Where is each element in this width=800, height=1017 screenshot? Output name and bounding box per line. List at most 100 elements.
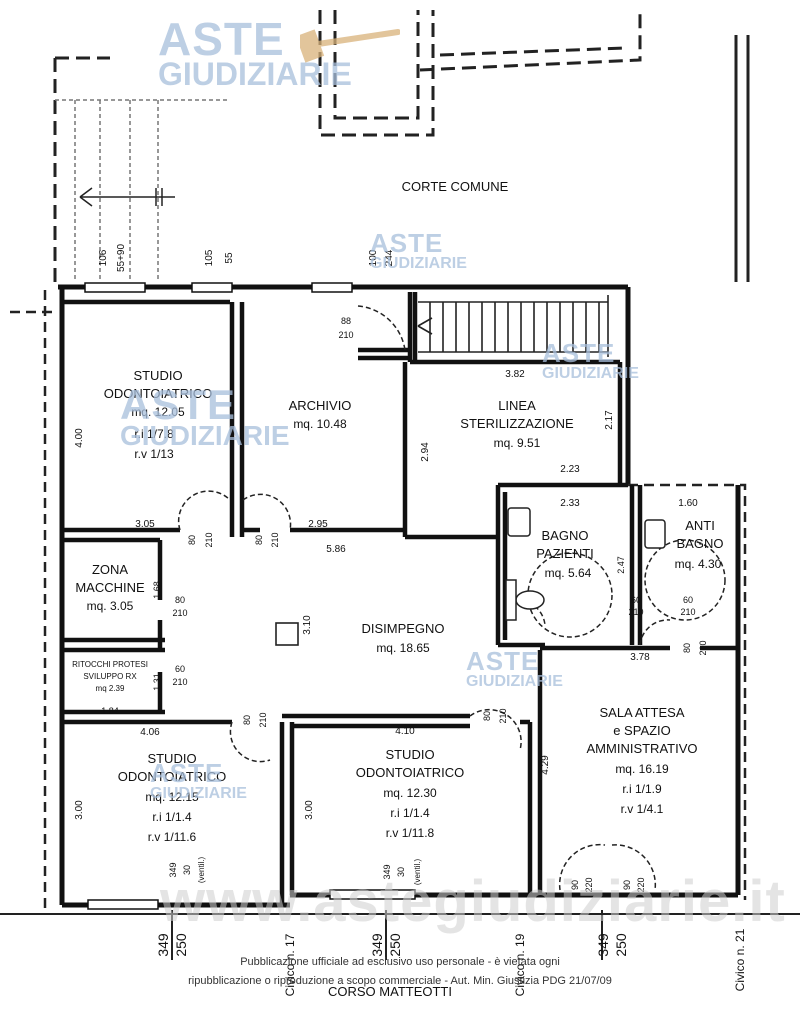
ventil-b: (ventil.) [413,859,422,886]
footer-line-2: ripubblicazione o riproduzione a scopo c… [188,975,612,987]
bottom-250-c: 250 [613,933,629,957]
dim-90-a: 90 [570,880,580,890]
corte-label: CORTE COMUNE [402,179,509,194]
dim-210-i: 210 [628,607,643,617]
sala-ri: r.i 1/1.9 [622,782,662,796]
entry-arrow [79,187,175,207]
dim-30-a: 30 [182,865,192,875]
dim-378: 3.78 [630,652,650,663]
watermark-site: www.astegiudiziarie.it [160,869,786,934]
dim-90-b: 90 [622,880,632,890]
dim-382: 3.82 [505,369,525,380]
dim-80-b: 80 [254,535,264,545]
studio2-ri: r.i 1/1.4 [152,810,192,824]
dim-210-a: 210 [338,330,353,340]
dim-131: 1.31 [152,673,162,691]
ventil-a: (ventil.) [197,857,206,884]
ritocchi-area: mq 2.39 [96,684,125,693]
studio1-area: mq. 12.05 [131,405,185,419]
dim-294: 2.94 [420,442,431,462]
dim-295: 2.95 [308,519,328,530]
dim-220-b: 220 [636,877,646,892]
street-label: CORSO MATTEOTTI [328,984,452,999]
dim-210-d: 210 [172,608,187,618]
studio1-ri: r.i 1/7.8 [134,427,174,441]
pillar [275,622,299,646]
bathroom-fixtures [505,507,666,621]
dim-80-f: 80 [682,643,692,653]
right-wall-double [734,35,750,282]
street-edge [0,910,800,960]
dim-300-b: 3.00 [304,800,315,820]
sala-name1: SALA ATTESA [599,705,684,720]
dim-160: 1.60 [678,498,698,509]
archivio-area: mq. 10.48 [293,417,347,431]
dim-105: 105 [204,249,215,266]
linea-area: mq. 9.51 [494,436,541,450]
footer-line-1: Pubblicazione ufficiale ad esclusivo uso… [240,956,560,968]
civico-17: Civico n. 17 [283,933,297,996]
sala-rv: r.v 1/4.1 [621,802,664,816]
bottom-250-a: 250 [173,933,189,957]
dim-400: 4.00 [74,428,85,448]
disimpegno-name: DISIMPEGNO [361,621,444,636]
zona-name1: ZONA [92,562,128,577]
courtyard-outline [53,10,642,282]
zona-area: mq. 3.05 [87,599,134,613]
dim-429: 4.29 [540,755,551,775]
dim-223: 2.23 [560,464,580,475]
dim-305: 3.05 [135,519,155,530]
dim-406: 4.06 [140,727,160,738]
staircase [417,295,609,357]
dim-210-f: 210 [258,712,268,727]
zona-name2: MACCHINE [75,580,145,595]
ritocchi-name2: SVILUPPO RX [83,672,137,681]
dim-60: 60 [175,664,185,674]
dim-217: 2.17 [604,410,615,430]
studio3-name1: STUDIO [385,747,434,762]
dim-210-g: 210 [498,708,508,723]
dim-168: 1.68 [152,581,162,599]
civico-19: Civico n. 19 [513,933,527,996]
dim-310: 3.10 [302,615,313,635]
interior-walls [62,292,738,905]
corte-hatch [55,99,230,280]
sala-name2: e SPAZIO [613,723,671,738]
anti-area: mq. 4.30 [675,557,722,571]
dim-184: 1.84 [101,706,119,716]
studio3-name2: ODONTOIATRICO [356,765,465,780]
dim-349-b: 349 [382,864,392,879]
dim-55: 55 [224,252,235,264]
studio1-name1: STUDIO [133,368,182,383]
dim-410: 4.10 [395,726,415,737]
bottom-250-b: 250 [387,933,403,957]
bagno-area: mq. 5.64 [545,566,592,580]
dim-80-a: 80 [187,535,197,545]
dim-80-d: 80 [242,715,252,725]
studio1-rv: r.v 1/13 [134,447,174,461]
studio1-name2: ODONTOIATRICO [104,386,213,401]
disimpegno-area: mq. 18.65 [376,641,430,655]
dim-106: 106 [98,249,109,266]
civico-21: Civico n. 21 [733,928,747,991]
studio2-rv: r.v 1/11.6 [148,830,197,844]
dim-88: 88 [341,316,351,326]
dim-349-a: 349 [168,862,178,877]
dim-233: 2.33 [560,498,580,509]
bagno-name1: BAGNO [542,528,589,543]
dim-247: 2.47 [616,556,626,574]
dim-300: 3.00 [74,800,85,820]
bagno-name2: PAZIENTI [536,546,594,561]
dim-55-90: 55+90 [116,244,127,273]
windows [84,282,416,910]
linea-name2: STERILIZZAZIONE [460,416,574,431]
bottom-349-a: 349 [155,933,171,957]
studio2-name2: ODONTOIATRICO [118,769,227,784]
dim-210-b: 210 [204,532,214,547]
dim-210-e: 210 [172,677,187,687]
dim-100: 100 [368,249,379,266]
dim-210-j: 210 [680,607,695,617]
dim-80-e: 80 [482,711,492,721]
archivio-name: ARCHIVIO [289,398,352,413]
